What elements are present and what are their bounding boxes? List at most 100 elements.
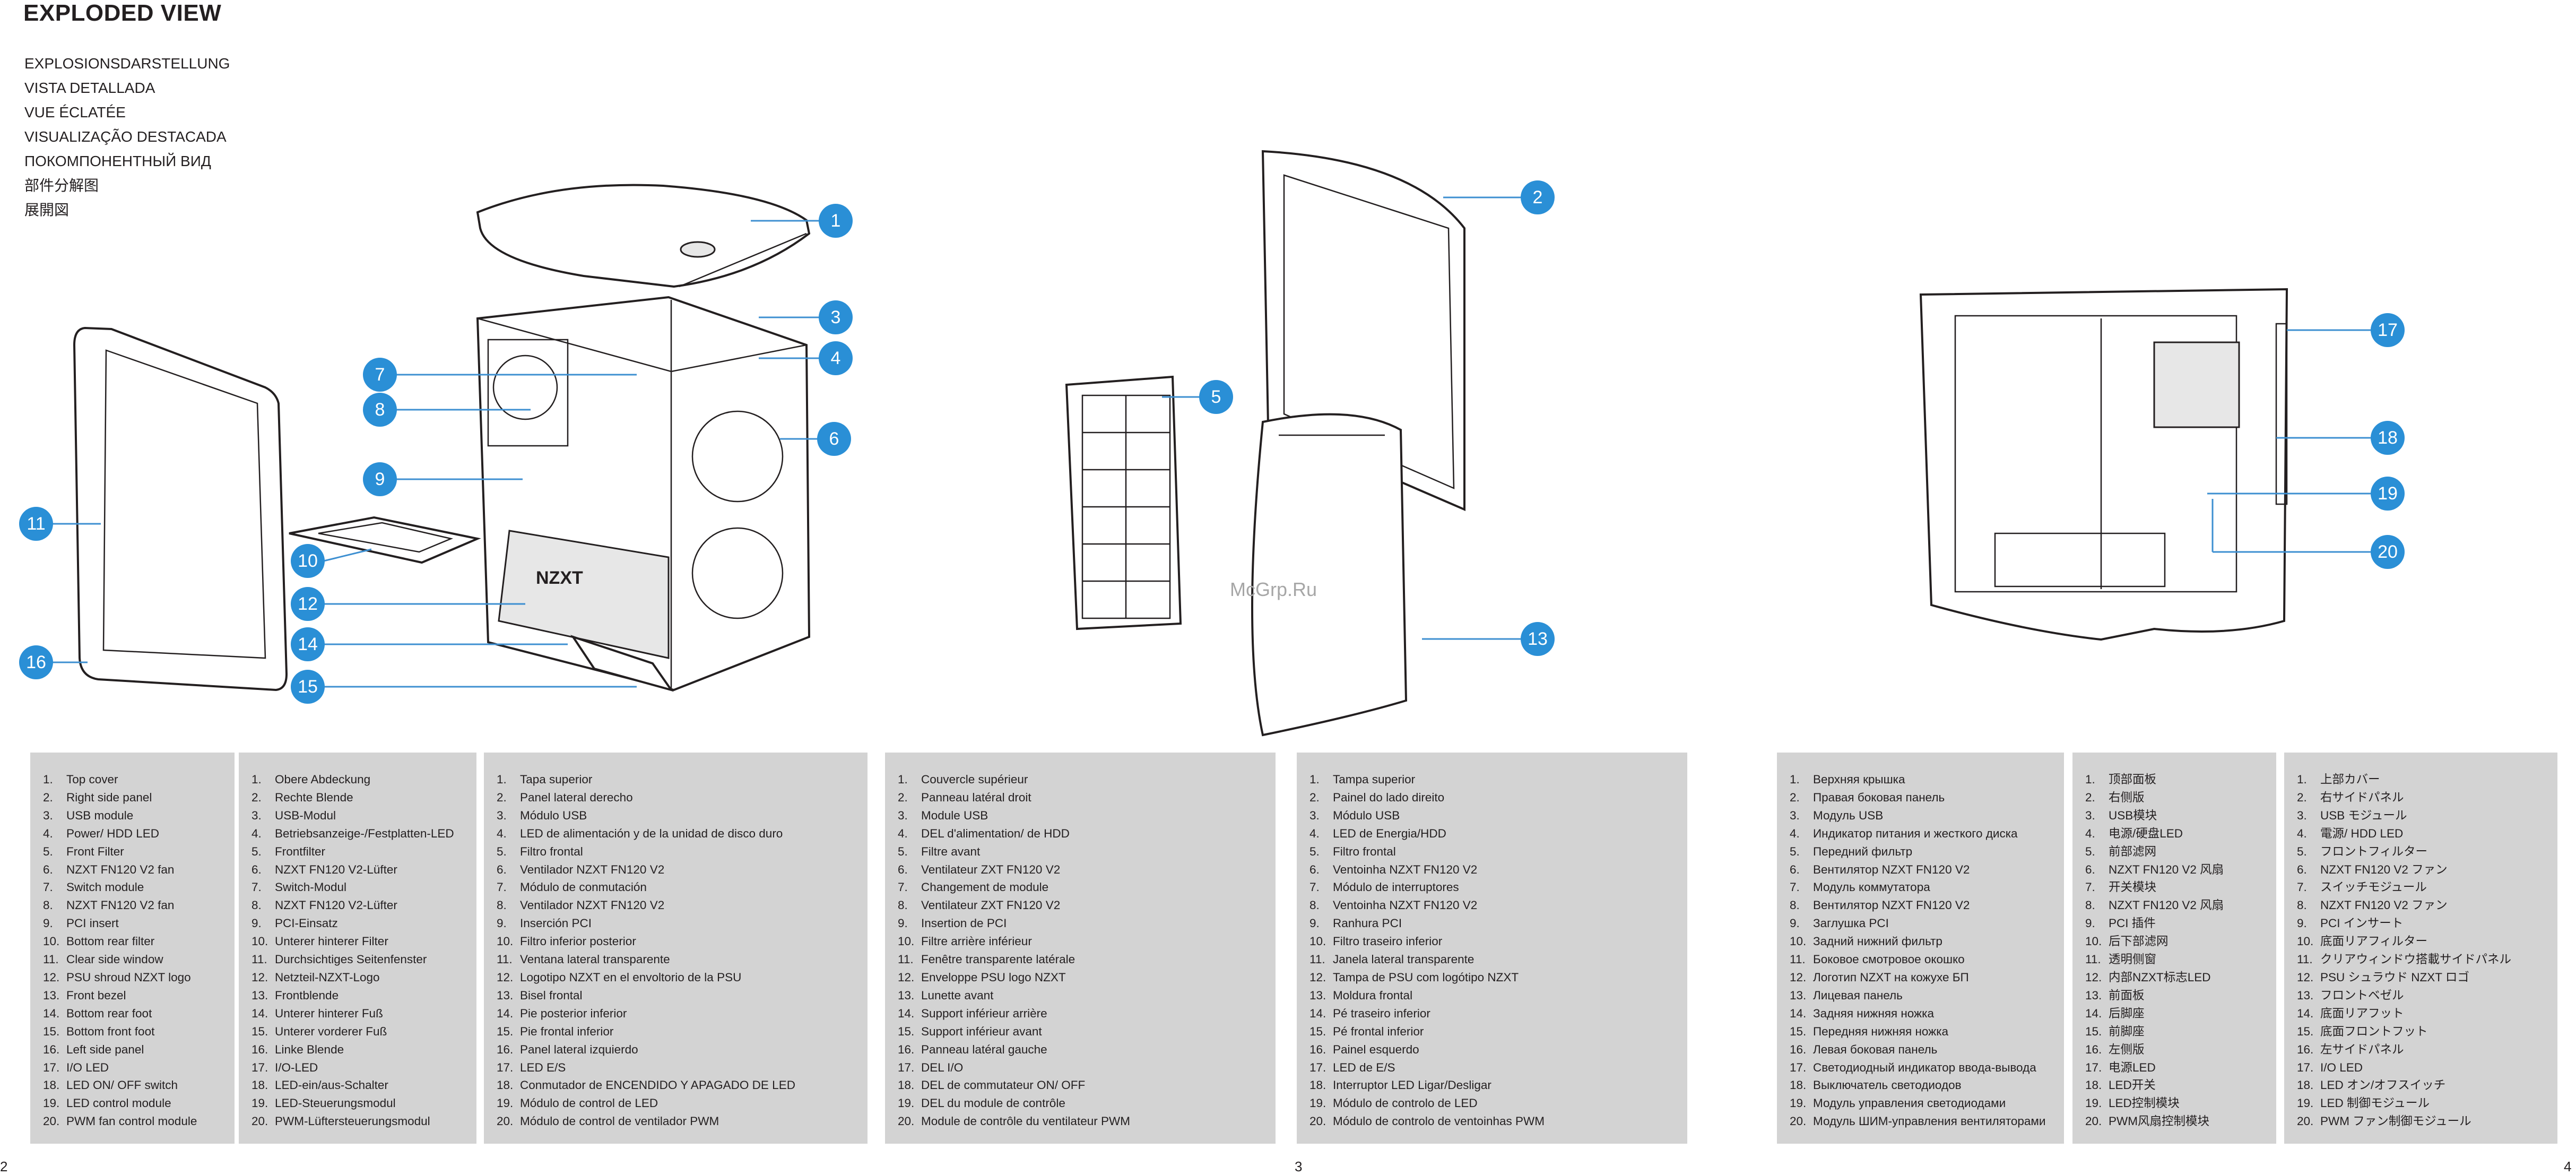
callout-13: 13 [1422, 622, 1555, 656]
legend-item-label: Задняя нижняя ножка [1813, 1006, 1934, 1020]
legend-item: 6.NZXT FN120 V2 ファン [2297, 861, 2545, 879]
legend-item: 13.Bisel frontal [497, 987, 855, 1005]
legend-item-number: 8. [251, 898, 262, 912]
legend-item-label: Módulo de interruptores [1333, 880, 1459, 894]
legend-item-number: 4. [1309, 826, 1320, 840]
legend-item-label: Bisel frontal [520, 988, 583, 1002]
legend-item-label: Panel lateral derecho [520, 790, 633, 804]
legend-item-label: 底面リアフィルター [2320, 935, 2428, 948]
legend-item: 8.Ventoinha NZXT FN120 V2 [1309, 896, 1675, 914]
legend-item: 3.Модуль USB [1790, 807, 2051, 825]
legend-item: 4.電源/ HDD LED [2297, 825, 2545, 843]
legend-item-number: 18. [898, 1078, 915, 1092]
legend-item-label: Support inférieur avant [921, 1024, 1042, 1038]
legend-item-number: 15. [251, 1024, 268, 1038]
legend-item-number: 19. [1309, 1096, 1326, 1110]
legend-item-label: LED de E/S [1333, 1060, 1395, 1074]
legend-item-number: 9. [2297, 917, 2307, 930]
legend-item-number: 2. [43, 790, 53, 804]
legend-item-label: Модуль ШИМ-управления вентиляторами [1813, 1114, 2046, 1128]
legend-item-label: LED-ein/aus-Schalter [275, 1078, 388, 1092]
legend-item: 12.Tampa de PSU com logótipo NZXT [1309, 969, 1675, 987]
callout-label-1: 1 [831, 211, 841, 231]
legend-item-number: 10. [251, 935, 268, 948]
legend-item-label: Ventilateur ZXT FN120 V2 [921, 862, 1061, 876]
legend-item-label: LED ON/ OFF switch [66, 1078, 178, 1092]
legend-item-label: Frontblende [275, 988, 339, 1002]
legend-item: 5.Filtre avant [898, 843, 1263, 861]
legend-item-label: Módulo USB [520, 808, 587, 822]
legend-item-number: 20. [1309, 1114, 1326, 1128]
legend-item-label: I/O LED [66, 1060, 109, 1074]
legend-item-number: 1. [2297, 773, 2307, 786]
legend-item-label: Clear side window [66, 953, 163, 966]
legend-item: 15.Pé frontal inferior [1309, 1023, 1675, 1041]
legend-item-label: LED de Energia/HDD [1333, 826, 1446, 840]
legend-item: 19.Модуль управления светодиодами [1790, 1094, 2051, 1112]
legend-item-label: USB-Modul [275, 808, 336, 822]
legend-item-number: 12. [2297, 970, 2314, 984]
legend-item: 20.PWM ファン制御モジュール [2297, 1112, 2545, 1130]
legend-item-label: 透明侧窗 [2109, 953, 2157, 966]
legend-item: 9.PCI インサート [2297, 914, 2545, 932]
legend-item-number: 8. [43, 898, 53, 912]
legend-item-label: Enveloppe PSU logo NZXT [921, 970, 1066, 984]
legend-item: 4.Betriebsanzeige-/Festplatten-LED [251, 825, 464, 843]
legend-item-label: 电源LED [2109, 1060, 2156, 1074]
legend-item-number: 9. [2085, 917, 2095, 930]
legend-item: 7.Модуль коммутатора [1790, 878, 2051, 896]
legend-item-number: 20. [2297, 1114, 2314, 1128]
page-number-right: 4 [2564, 1159, 2572, 1174]
legend-item-label: 底面フロントフット [2320, 1024, 2428, 1038]
subtitle-es: VISTA DETALLADA [24, 80, 155, 96]
legend-item: 8.NZXT FN120 V2-Lüfter [251, 896, 464, 914]
legend-item-label: Painel do lado direito [1333, 790, 1445, 804]
legend-item: 2.Painel do lado direito [1309, 789, 1675, 807]
legend-item: 10.底面リアフィルター [2297, 932, 2545, 951]
legend-item-number: 11. [1790, 953, 1806, 966]
legend-item: 15.底面フロントフット [2297, 1023, 2545, 1041]
legend-item-number: 17. [497, 1060, 514, 1074]
legend-item-label: NZXT FN120 V2 fan [66, 898, 175, 912]
legend-item-label: Logotipo NZXT en el envoltorio de la PSU [520, 970, 742, 984]
legend-item: 15.Pie frontal inferior [497, 1023, 855, 1041]
legend-item: 18.LED ON/ OFF switch [43, 1076, 222, 1094]
legend-item-label: USB モジュール [2320, 808, 2407, 822]
legend-item-number: 11. [1309, 953, 1325, 966]
subtitle-ja: 展開図 [24, 202, 70, 218]
legend-item: 18.LED-ein/aus-Schalter [251, 1076, 464, 1094]
legend-item-label: 前脚座 [2109, 1024, 2145, 1038]
legend-item: 5.Frontfilter [251, 843, 464, 861]
legend-item-number: 8. [2085, 898, 2095, 912]
legend-item-label: Module de contrôle du ventilateur PWM [921, 1114, 1130, 1128]
callout-label-16: 16 [26, 652, 46, 672]
legend-item: 4.电源/硬盘LED [2085, 825, 2263, 843]
legend-item-label: Передний фильтр [1813, 844, 1913, 858]
legend-item-number: 4. [497, 826, 507, 840]
legend-item: 7.开关模块 [2085, 878, 2263, 896]
legend-item: 20.PWM-Lüftersteuerungsmodul [251, 1112, 464, 1130]
legend-item-label: Módulo de controlo de LED [1333, 1096, 1478, 1110]
legend-item-label: Ventana lateral transparente [520, 953, 670, 966]
legend-item-number: 4. [251, 826, 262, 840]
legend-item: 9.PCI 插件 [2085, 914, 2263, 932]
legend-item-number: 20. [497, 1114, 514, 1128]
legend-item: 11.Боковое смотровое окошко [1790, 951, 2051, 969]
legend-item: 4.Индикатор питания и жесткого диска [1790, 825, 2051, 843]
legend-item-number: 19. [898, 1096, 915, 1110]
legend-item-label: Módulo de controlo de ventoinhas PWM [1333, 1114, 1545, 1128]
legend-item: 10.Bottom rear filter [43, 932, 222, 951]
legend-item-number: 3. [2085, 808, 2095, 822]
legend-item-label: Janela lateral transparente [1333, 953, 1475, 966]
legend-item: 16.左侧版 [2085, 1041, 2263, 1059]
legend-item-number: 13. [1790, 988, 1807, 1002]
legend-item: 3.Module USB [898, 807, 1263, 825]
callout-label-19: 19 [2378, 483, 2398, 504]
legend-item: 15.Bottom front foot [43, 1023, 222, 1041]
